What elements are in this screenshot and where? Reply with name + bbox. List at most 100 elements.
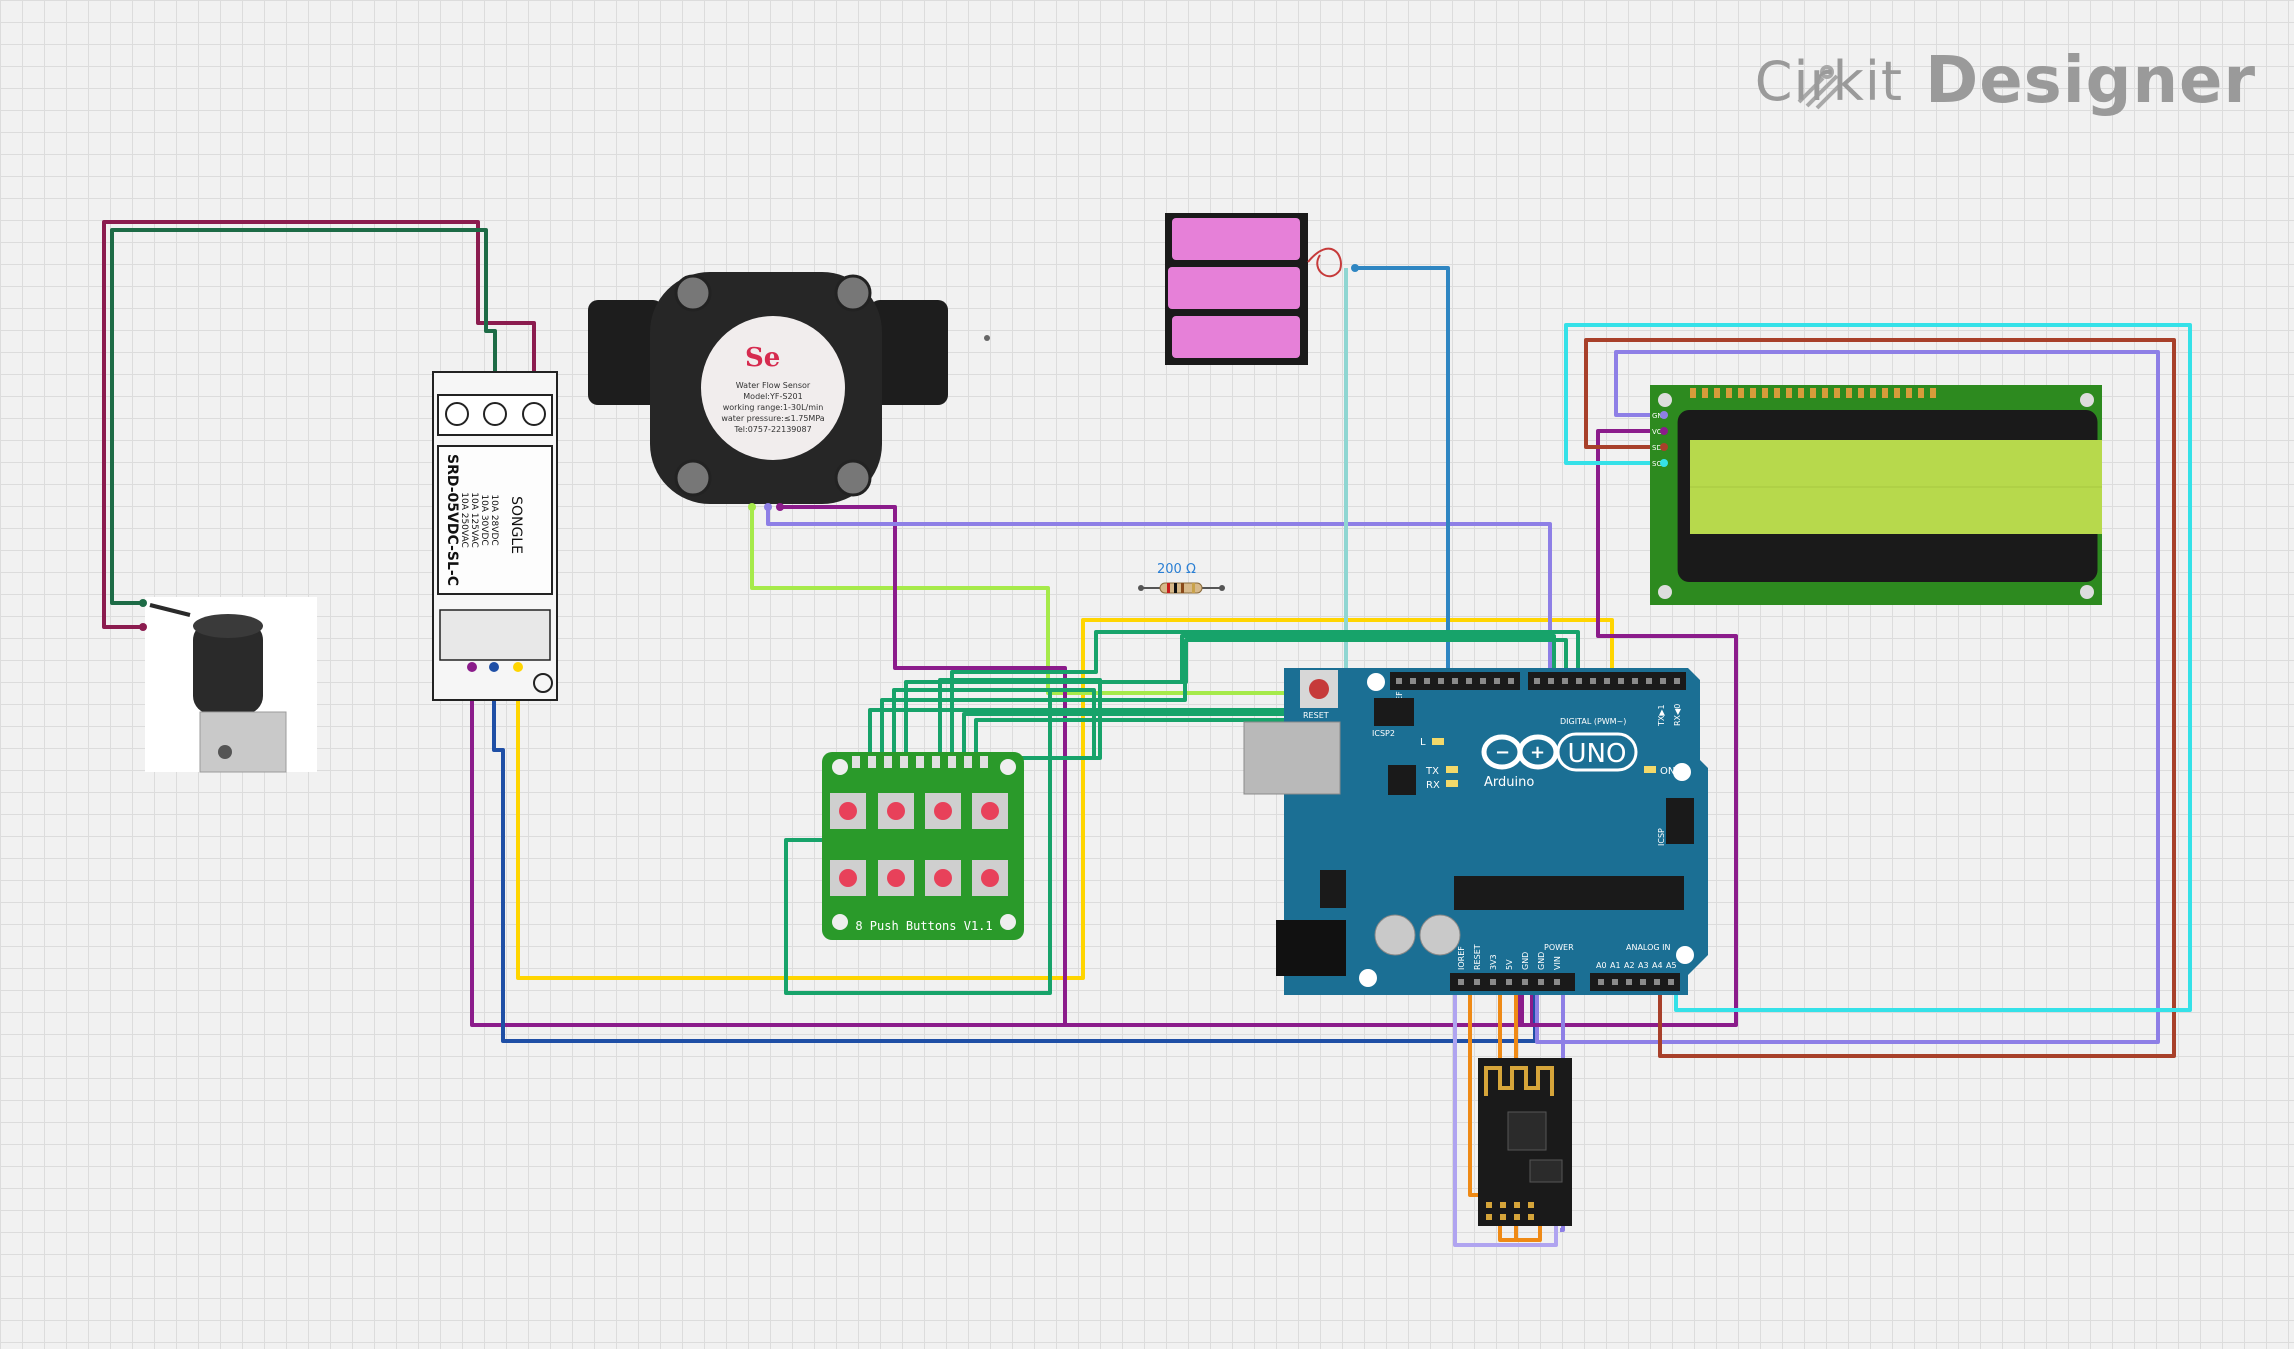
push-button-3[interactable] [925, 793, 961, 829]
flow-pin-2[interactable] [764, 503, 772, 511]
relay-rating-2: 10A 125VAC [469, 492, 479, 548]
arduino-pin-gnd-2: GND [1537, 952, 1546, 970]
cirkit-logo-icon [1797, 65, 1843, 110]
push-button-module[interactable]: 8 Push Buttons V1.1 [822, 752, 1024, 940]
esp01-module[interactable] [1478, 1058, 1572, 1226]
resistor[interactable] [1138, 582, 1225, 594]
arduino-pcb [1284, 668, 1708, 995]
relay-module[interactable]: SONGLE SRD-05VDC-SL-C 10A 250VAC 10A 125… [432, 371, 558, 701]
wire-btn-loop[interactable] [784, 688, 1090, 995]
lcd-pin-gnd-dot[interactable] [1660, 411, 1668, 419]
wire-relay-purple[interactable] [470, 667, 1534, 1027]
push-button-6[interactable] [878, 860, 914, 896]
arduino-brand: Arduino [1484, 775, 1534, 790]
arduino-header-analog: ANALOG IN [1626, 943, 1671, 952]
wire-solenoid-relay-red[interactable] [102, 220, 536, 629]
button-module-label: 8 Push Buttons V1.1 [855, 919, 992, 933]
lcd-pin-gnd: GND [1652, 412, 1668, 420]
push-button-8[interactable] [972, 860, 1008, 896]
lcd-pin-scl: SCL [1652, 460, 1665, 468]
relay-terminal-3[interactable] [522, 402, 546, 426]
wire-lcd-sda[interactable] [1584, 338, 2176, 1058]
arduino-pin-a4: A4 [1652, 961, 1663, 970]
solenoid-pin-1[interactable] [139, 599, 147, 607]
arduino-led-on [1644, 766, 1656, 773]
wire-btn-4[interactable] [904, 638, 1568, 760]
relay-pin-vcc[interactable] [489, 662, 499, 672]
arduino-analog-header[interactable] [1590, 973, 1680, 991]
battery-pack[interactable] [1165, 213, 1359, 365]
water-flow-sensor[interactable]: Se Water Flow Sensor Model:YF-S201 worki… [588, 272, 990, 511]
arduino-power-header[interactable] [1450, 973, 1575, 991]
flow-pin-1[interactable] [748, 503, 756, 511]
battery-cell-1 [1172, 218, 1300, 260]
button-header-pins [852, 756, 988, 768]
arduino-label-on: ON [1660, 766, 1675, 777]
push-button-7[interactable] [925, 860, 961, 896]
arduino-digital-pins [1396, 678, 1680, 684]
arduino-pin-gnd-1: GND [1521, 952, 1530, 970]
arduino-pin-vin: VIN [1553, 956, 1562, 970]
wire-btn-gnd-purple[interactable] [1058, 1023, 1072, 1027]
arduino-led-l [1432, 738, 1444, 745]
wire-battery-skyblue[interactable] [1355, 266, 1450, 682]
button-pcb [822, 752, 1024, 940]
arduino-pin-3v3: 3V3 [1489, 954, 1498, 970]
flow-pin-3[interactable] [776, 503, 784, 511]
relay-pin-signal[interactable] [467, 662, 477, 672]
button-mount-br [1000, 914, 1016, 930]
relay-pin-gnd[interactable] [513, 662, 523, 672]
arduino-hole-1 [1367, 673, 1385, 691]
relay-terminal-1[interactable] [445, 402, 469, 426]
lcd-pin-sda-dot[interactable] [1660, 443, 1668, 451]
wire-relay-yellow[interactable] [516, 618, 1614, 980]
flow-line-5: Tel:0757-22139087 [733, 425, 811, 434]
resistor-band-4 [1192, 583, 1195, 593]
esp-chip [1507, 1111, 1547, 1151]
wire-flow-purple[interactable] [780, 505, 1067, 1024]
push-button-5[interactable] [830, 860, 866, 896]
lcd-hole-tr [2080, 393, 2094, 407]
wire-btn-6[interactable] [950, 630, 1580, 760]
arduino-label-l: L [1420, 737, 1426, 748]
wire-lcd-scl[interactable] [1564, 323, 2192, 1012]
button-mount-tr [1000, 759, 1016, 775]
button-mount-tl [832, 759, 848, 775]
arduino-label-icsp2: ICSP2 [1372, 729, 1395, 738]
relay-terminal-2[interactable] [483, 402, 507, 426]
arduino-label-rxo: RX◀0 [1673, 704, 1682, 726]
stray-dot [984, 335, 990, 341]
arduino-pin-a3: A3 [1638, 961, 1649, 970]
arduino-hole-2 [1359, 969, 1377, 987]
wire-solenoid-relay-green[interactable] [110, 228, 497, 605]
arduino-label-tx: TX [1425, 766, 1439, 777]
lcd-display[interactable]: GND VCC SDA SCL [1650, 385, 2102, 605]
arduino-label-txo: TX▶1 [1657, 704, 1666, 727]
flow-line-1: Water Flow Sensor [736, 381, 811, 390]
resistor-pin-1[interactable] [1138, 585, 1144, 591]
solenoid-valve[interactable] [139, 597, 317, 773]
flow-line-2: Model:YF-S201 [743, 392, 802, 401]
push-button-2[interactable] [878, 793, 914, 829]
wire-btn-3[interactable] [892, 688, 1096, 760]
lcd-pin-vcc-dot[interactable] [1660, 427, 1668, 435]
lcd-pin-scl-dot[interactable] [1660, 459, 1668, 467]
relay-rating-3: 10A 30VDC [479, 494, 489, 545]
relay-brand: SONGLE [508, 496, 524, 554]
resistor-pin-2[interactable] [1219, 585, 1225, 591]
arduino-main-chip [1454, 876, 1684, 910]
arduino-pin-a5: A5 [1666, 961, 1677, 970]
battery-pin-pos[interactable] [1351, 264, 1359, 272]
arduino-uno[interactable]: RESET AREF DIGITAL (PWM~) TX▶1 RX◀0 ICSP… [1243, 668, 1708, 995]
solenoid-pin-2[interactable] [139, 623, 147, 631]
push-button-1[interactable] [830, 793, 866, 829]
arduino-cap-1 [1374, 914, 1416, 956]
push-button-4[interactable] [972, 793, 1008, 829]
esp-flash [1529, 1159, 1563, 1183]
resistor-band-1 [1167, 583, 1170, 593]
flow-bolt-bl [674, 459, 712, 497]
wire-lcd-gnd[interactable] [1535, 350, 2160, 1044]
relay-terminal-block [437, 394, 553, 436]
battery-cell-2 [1168, 267, 1300, 309]
